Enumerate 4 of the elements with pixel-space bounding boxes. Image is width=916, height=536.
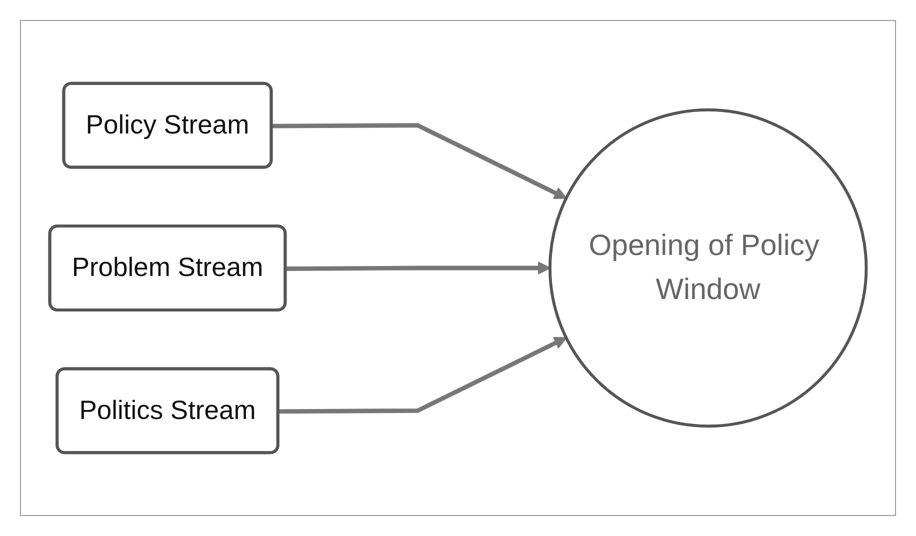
arrow <box>272 123 567 199</box>
arrow <box>278 337 567 414</box>
node-circle: Opening of Policy Window <box>548 108 868 428</box>
arrow <box>286 262 551 274</box>
